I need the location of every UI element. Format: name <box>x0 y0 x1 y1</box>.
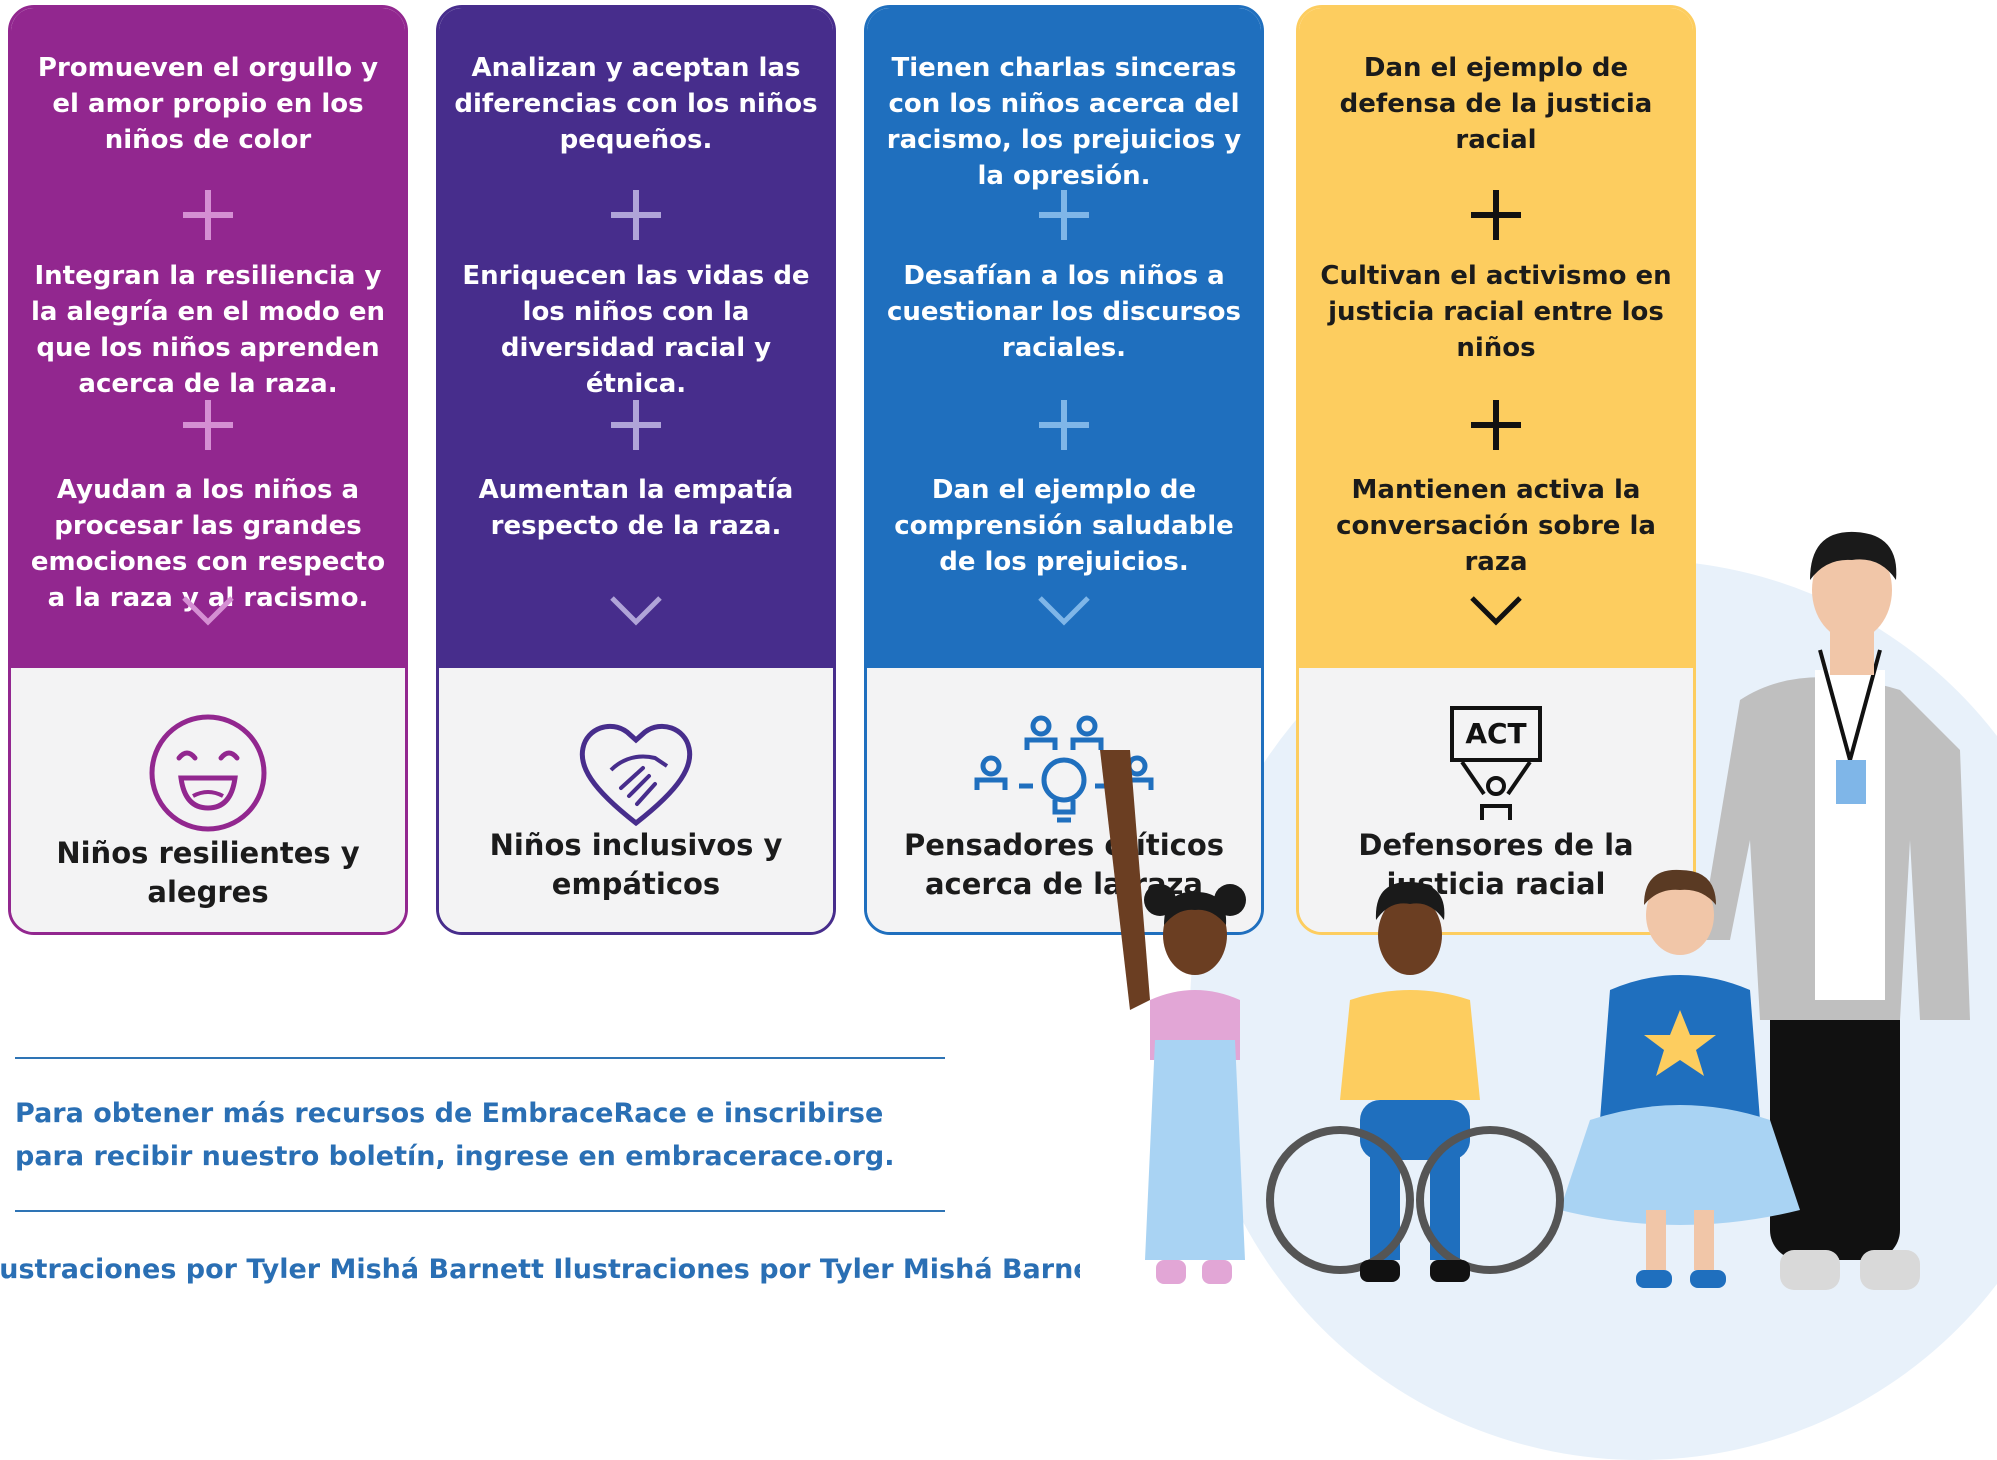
chevron-down-icon <box>182 596 234 626</box>
chevron-down-icon <box>610 596 662 626</box>
plus-icon <box>1471 400 1521 450</box>
boy-wheelchair-figure <box>1266 881 1564 1282</box>
statement: Ayudan a los niños a procesar las grande… <box>30 475 386 613</box>
footer-line-1: Para obtener más recursos de EmbraceRace… <box>15 1098 884 1129</box>
plus-icon <box>611 190 661 240</box>
smiling-face-icon <box>149 714 267 832</box>
footer-info: Para obtener más recursos de EmbraceRace… <box>15 1092 894 1178</box>
outcome-panel: Pensadores críticos acerca de la raza <box>867 668 1261 932</box>
protest-sign-icon: ACT <box>1450 706 1542 762</box>
column-card-critical-thinkers: Tienen charlas sinceras con los niños ac… <box>864 5 1264 935</box>
plus-icon <box>1039 190 1089 240</box>
outcome-label: Defensores de la justicia racial <box>1358 828 1634 901</box>
column-card-inclusive: Analizan y aceptan las diferencias con l… <box>436 5 836 935</box>
plus-icon <box>1039 400 1089 450</box>
outcome-label: Niños inclusivos y empáticos <box>489 828 783 901</box>
outcome-panel: Niños inclusivos y empáticos <box>439 668 833 932</box>
footer-line-2: para recibir nuestro boletín, ingrese en… <box>15 1141 895 1172</box>
girl-waving-figure <box>1100 750 1246 1284</box>
plus-icon <box>183 190 233 240</box>
heart-hands-icon <box>579 723 693 827</box>
chevron-down-icon <box>1038 596 1090 626</box>
plus-icon <box>1471 190 1521 240</box>
divider-line <box>15 1210 945 1212</box>
plus-icon <box>183 400 233 450</box>
chevron-down-icon <box>1470 596 1522 626</box>
statement: Enriquecen las vidas de los niños con la… <box>462 261 810 399</box>
statement: Cultivan el activismo en justicia racial… <box>1320 261 1672 363</box>
column-header-blue: Tienen charlas sinceras con los niños ac… <box>867 8 1261 668</box>
outcome-label: Niños resilientes y alegres <box>56 836 360 909</box>
column-header-yellow: Dan el ejemplo de defensa de la justicia… <box>1299 8 1693 668</box>
statement: Integran la resiliencia y la alegría en … <box>31 261 385 399</box>
column-header-purple: Promueven el orgullo y el amor propio en… <box>11 8 405 668</box>
outcome-panel: ACT Defensores de la justicia racial <box>1299 668 1693 932</box>
statement: Dan el ejemplo de comprensión saludable … <box>894 475 1234 577</box>
illustration-credit: lustraciones por Tyler Mishá Barnett Ilu… <box>0 1254 1080 1285</box>
outcome-panel: Niños resilientes y alegres <box>11 668 405 932</box>
boy-star-figure <box>1560 869 1800 1288</box>
statement: Mantienen activa la conversación sobre l… <box>1336 475 1656 577</box>
column-card-advocates: Dan el ejemplo de defensa de la justicia… <box>1296 5 1696 935</box>
statement: Tienen charlas sinceras con los niños ac… <box>886 53 1242 191</box>
person-holding-sign-icon <box>1460 760 1532 820</box>
children-and-adult-illustration <box>1100 531 1970 1290</box>
column-card-resilient: Promueven el orgullo y el amor propio en… <box>8 5 408 935</box>
statement: Desafían a los niños a cuestionar los di… <box>886 261 1242 363</box>
statement: Aumentan la empatía respecto de la raza. <box>478 475 794 541</box>
outcome-label: Pensadores críticos acerca de la raza <box>903 828 1225 901</box>
divider-line <box>15 1057 945 1059</box>
sign-text: ACT <box>1465 717 1527 750</box>
plus-icon <box>611 400 661 450</box>
adult-man-figure <box>1700 531 1970 1290</box>
statement: Promueven el orgullo y el amor propio en… <box>37 53 379 155</box>
column-header-indigo: Analizan y aceptan las diferencias con l… <box>439 8 833 668</box>
statement: Analizan y aceptan las diferencias con l… <box>454 53 818 155</box>
statement: Dan el ejemplo de defensa de la justicia… <box>1339 53 1653 155</box>
